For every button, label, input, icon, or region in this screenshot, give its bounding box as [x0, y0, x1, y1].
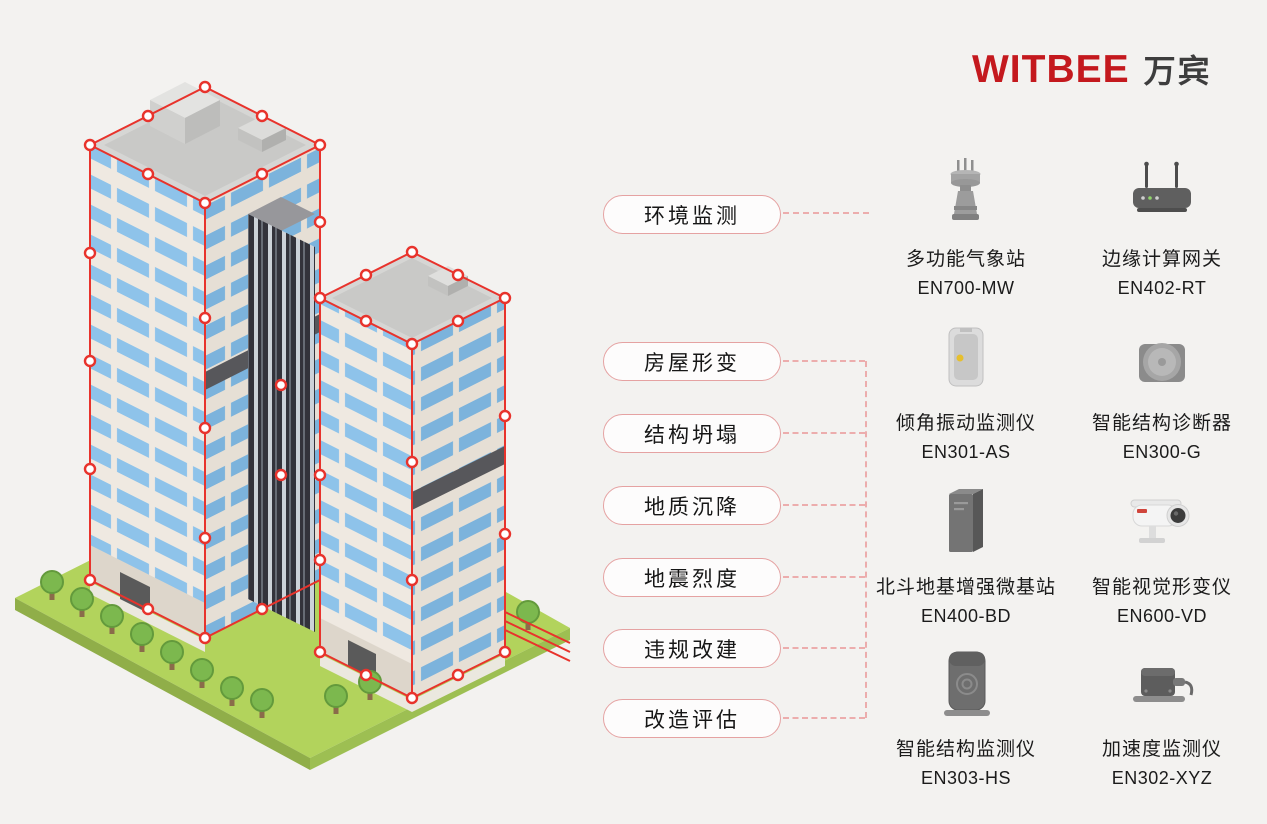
product-name: 智能视觉形变仪 — [1091, 577, 1232, 598]
product-name: 倾角振动监测仪 — [895, 413, 1036, 434]
product-name: 加速度监测仪 — [1101, 739, 1222, 760]
category-pill-seismic-intensity: 地震烈度 — [603, 558, 781, 597]
category-pill-building-deformation: 房屋形变 — [603, 342, 781, 381]
product-name: 智能结构监测仪 — [895, 739, 1036, 760]
product-model: EN600-VD — [1116, 606, 1208, 626]
structure-diagnoser-icon — [1139, 343, 1185, 382]
product-model: EN303-HS — [920, 768, 1012, 788]
acceleration-monitor-icon — [1133, 668, 1194, 702]
tower-right — [318, 251, 507, 698]
product-model: EN700-MW — [917, 278, 1015, 298]
category-pill-ground-subsidence: 地质沉降 — [603, 486, 781, 525]
connector-line — [783, 432, 865, 434]
product-acceleration-monitor: 加速度监测仪 EN302-XYZ — [1056, 638, 1267, 789]
pill-label: 地震烈度 — [644, 567, 740, 591]
product-name: 智能结构诊断器 — [1091, 413, 1232, 434]
product-structure-monitor: 智能结构监测仪 EN303-HS — [860, 638, 1072, 789]
pill-label: 环境监测 — [644, 204, 740, 228]
product-visual-deformation-camera: 智能视觉形变仪 EN600-VD — [1056, 476, 1267, 627]
product-name: 北斗地基增强微基站 — [875, 577, 1056, 598]
product-model: EN301-AS — [921, 442, 1011, 462]
connector-line — [783, 504, 865, 506]
tilt-vibration-monitor-icon — [948, 327, 984, 387]
weather-station-icon — [950, 158, 981, 220]
sensor-overlay — [83, 80, 571, 705]
product-model: EN400-BD — [920, 606, 1012, 626]
product-model: EN302-XYZ — [1111, 768, 1213, 788]
category-pill-structural-collapse: 结构坍塌 — [603, 414, 781, 453]
product-tilt-vibration-monitor: 倾角振动监测仪 EN301-AS — [860, 312, 1072, 463]
category-pill-illegal-modification: 违规改建 — [603, 629, 781, 668]
monitored-building-illustration — [15, 80, 571, 770]
connector-line-vertical — [865, 361, 867, 718]
connector-line — [783, 717, 865, 719]
brand-logo: WITBEE 万宾 — [972, 46, 1212, 92]
pill-label: 房屋形变 — [644, 351, 740, 375]
connector-line — [783, 360, 865, 362]
pill-label: 结构坍塌 — [644, 423, 740, 447]
trees — [40, 570, 540, 718]
pill-label: 违规改建 — [644, 638, 740, 662]
product-name: 边缘计算网关 — [1101, 249, 1222, 270]
brand-name-cn: 万宾 — [1143, 53, 1212, 89]
product-model: EN300-G — [1122, 442, 1202, 462]
connector-line — [783, 576, 865, 578]
product-name: 多功能气象站 — [905, 249, 1026, 270]
beidou-base-station-icon — [949, 489, 983, 552]
visual-deformation-camera-icon — [1130, 499, 1190, 543]
category-pill-renovation-assessment: 改造评估 — [603, 699, 781, 738]
product-weather-station: 多功能气象站 EN700-MW — [860, 148, 1072, 299]
connector-line — [783, 647, 865, 649]
product-edge-gateway: 边缘计算网关 EN402-RT — [1056, 148, 1267, 299]
pill-label: 改造评估 — [644, 708, 740, 732]
connector-line — [783, 212, 869, 214]
elevator-core — [248, 197, 315, 632]
product-model: EN402-RT — [1117, 278, 1207, 298]
edge-gateway-icon — [1133, 161, 1191, 212]
structure-monitor-icon — [944, 651, 990, 716]
category-pill-environment-monitoring: 环境监测 — [603, 195, 781, 234]
pill-label: 地质沉降 — [644, 495, 740, 519]
product-beidou-base-station: 北斗地基增强微基站 EN400-BD — [860, 476, 1072, 627]
product-structure-diagnoser: 智能结构诊断器 EN300-G — [1056, 312, 1267, 463]
brand-wordmark: WITBEE — [972, 48, 1130, 91]
